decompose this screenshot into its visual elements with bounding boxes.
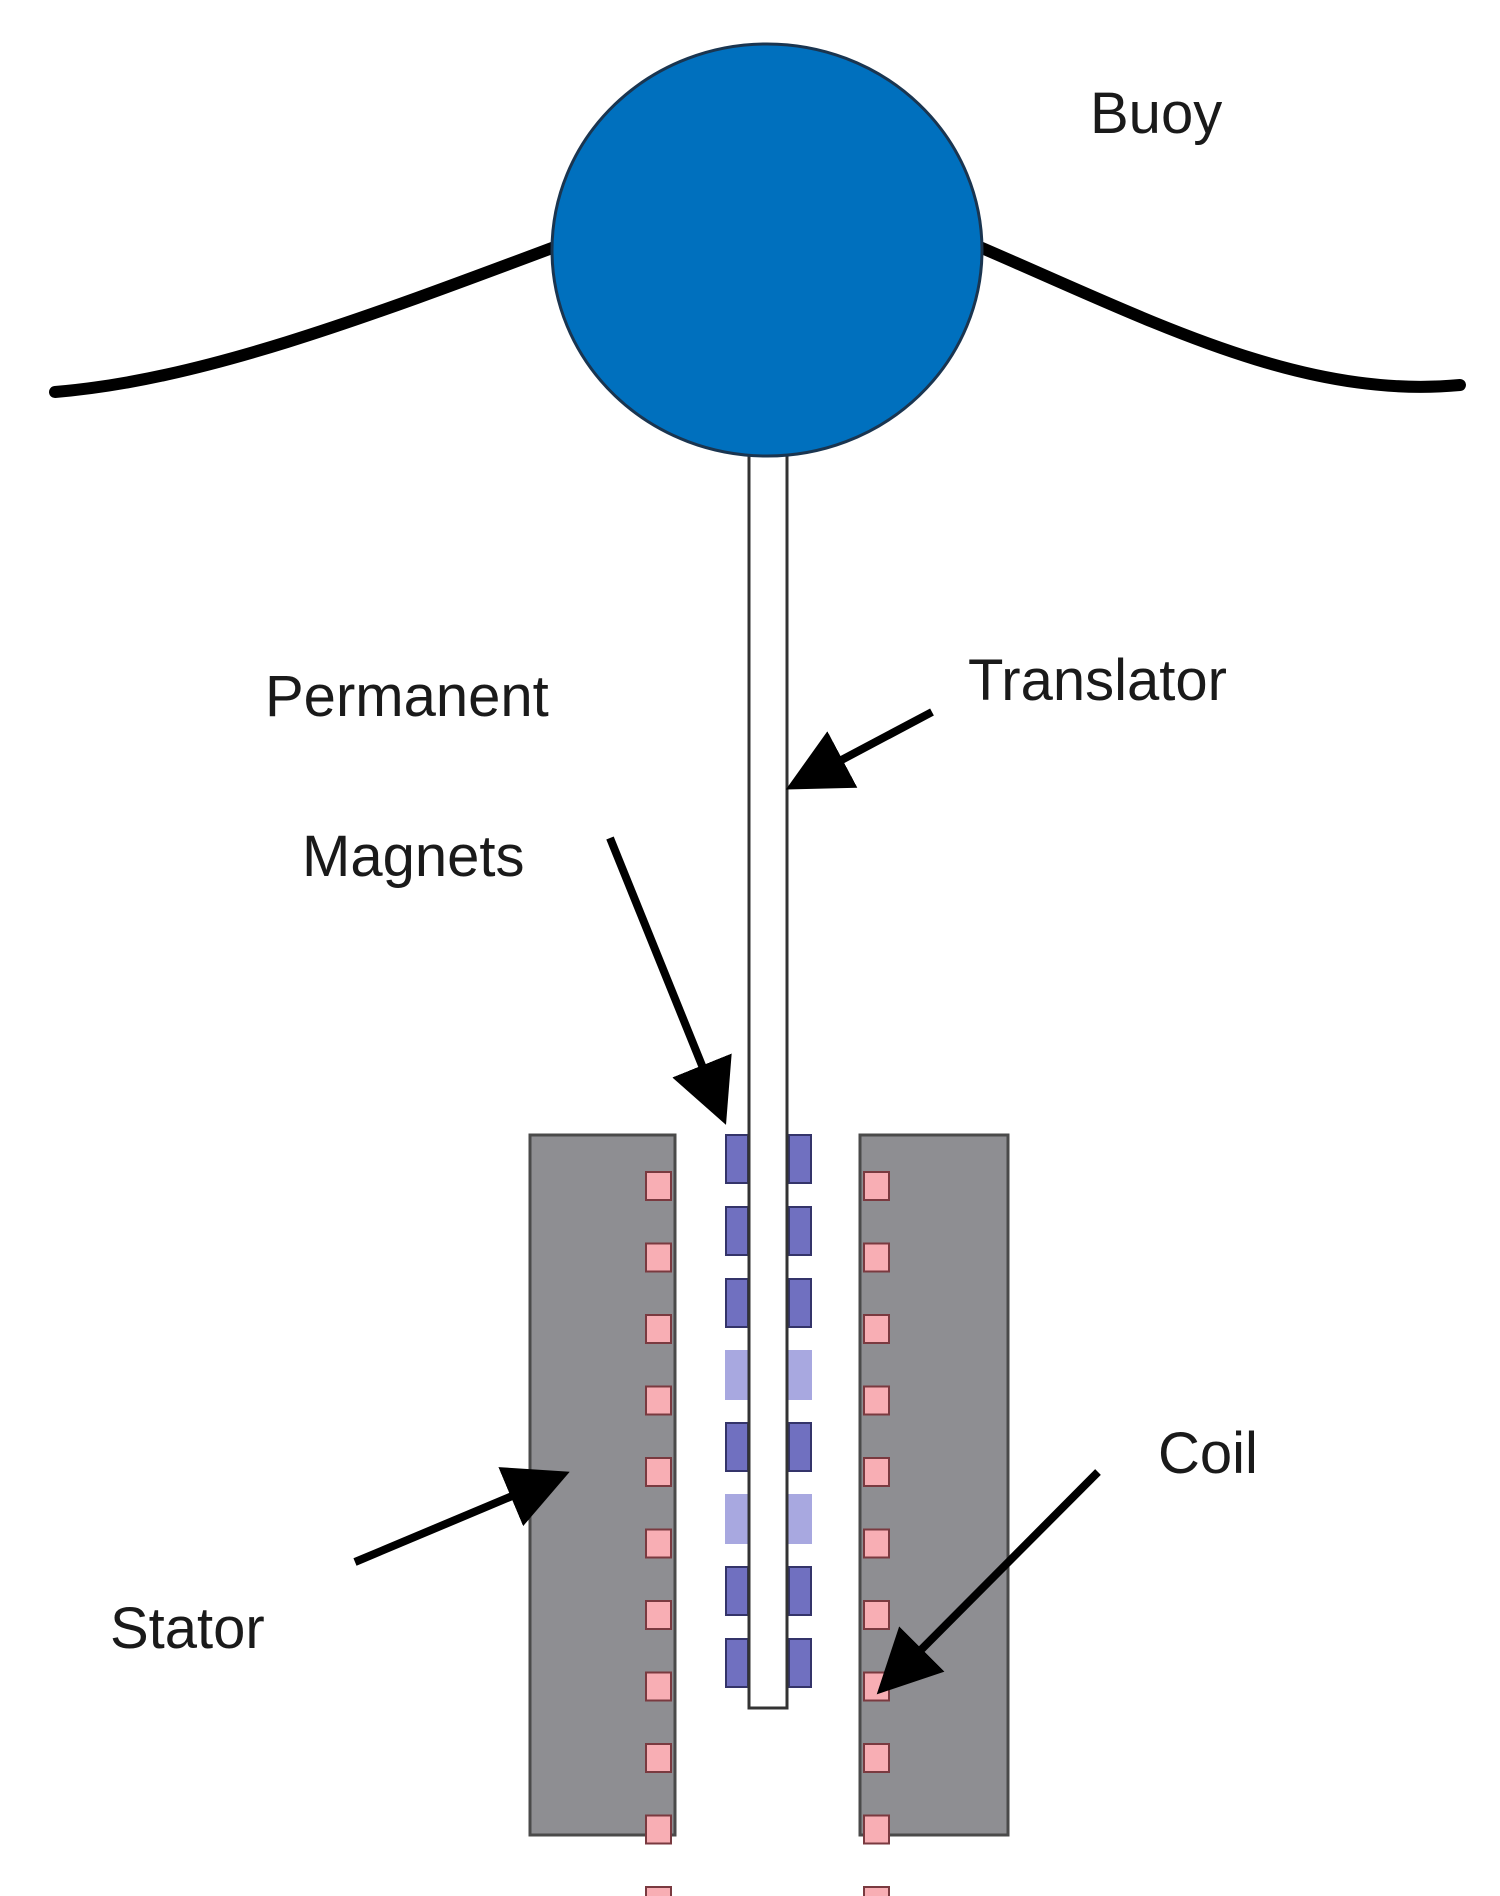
coils-left — [645, 1171, 672, 1896]
coil — [645, 1600, 672, 1630]
magnet — [788, 1638, 812, 1688]
coil — [645, 1457, 672, 1487]
magnet — [725, 1278, 749, 1328]
coil — [645, 1671, 672, 1702]
magnets-label: Magnets — [302, 824, 525, 889]
coil-arrow — [876, 1469, 1101, 1695]
coil-label: Coil — [1158, 1421, 1258, 1486]
wave-left — [49, 239, 566, 398]
magnet — [788, 1422, 812, 1472]
coil — [863, 1314, 890, 1344]
magnet — [725, 1422, 749, 1472]
magnet — [725, 1566, 749, 1616]
magnets-arrow — [606, 836, 732, 1125]
magnet — [788, 1566, 812, 1616]
magnet — [725, 1494, 749, 1544]
buoy — [550, 42, 984, 458]
stator-arrow — [353, 1467, 570, 1566]
permanent-label: Permanent — [265, 664, 549, 729]
coil — [645, 1814, 672, 1845]
wave-right — [969, 239, 1466, 393]
magnet — [788, 1494, 812, 1544]
coil — [863, 1171, 890, 1201]
coil — [645, 1385, 672, 1416]
coil — [863, 1528, 890, 1559]
magnet — [725, 1350, 749, 1400]
magnet — [725, 1638, 749, 1688]
coil — [645, 1171, 672, 1201]
translator-rod — [747, 453, 789, 1710]
stator-label: Stator — [110, 1596, 265, 1661]
coil — [863, 1600, 890, 1630]
magnet — [788, 1134, 812, 1184]
permanent-magnets — [725, 1134, 812, 1688]
coil — [645, 1242, 672, 1273]
magnet — [788, 1206, 812, 1256]
coil — [645, 1314, 672, 1344]
coil — [863, 1743, 890, 1773]
magnet — [725, 1134, 749, 1184]
coil — [645, 1743, 672, 1773]
coil — [645, 1528, 672, 1559]
buoy-label: Buoy — [1090, 81, 1223, 146]
coil — [863, 1671, 890, 1702]
translator-label: Translator — [968, 648, 1227, 713]
coil — [645, 1886, 672, 1896]
magnet — [788, 1278, 812, 1328]
translator-arrow — [785, 708, 934, 790]
coil — [863, 1242, 890, 1273]
coil — [863, 1385, 890, 1416]
coil — [863, 1886, 890, 1896]
magnet — [788, 1350, 812, 1400]
coil — [863, 1457, 890, 1487]
magnet — [725, 1206, 749, 1256]
coil — [863, 1814, 890, 1845]
